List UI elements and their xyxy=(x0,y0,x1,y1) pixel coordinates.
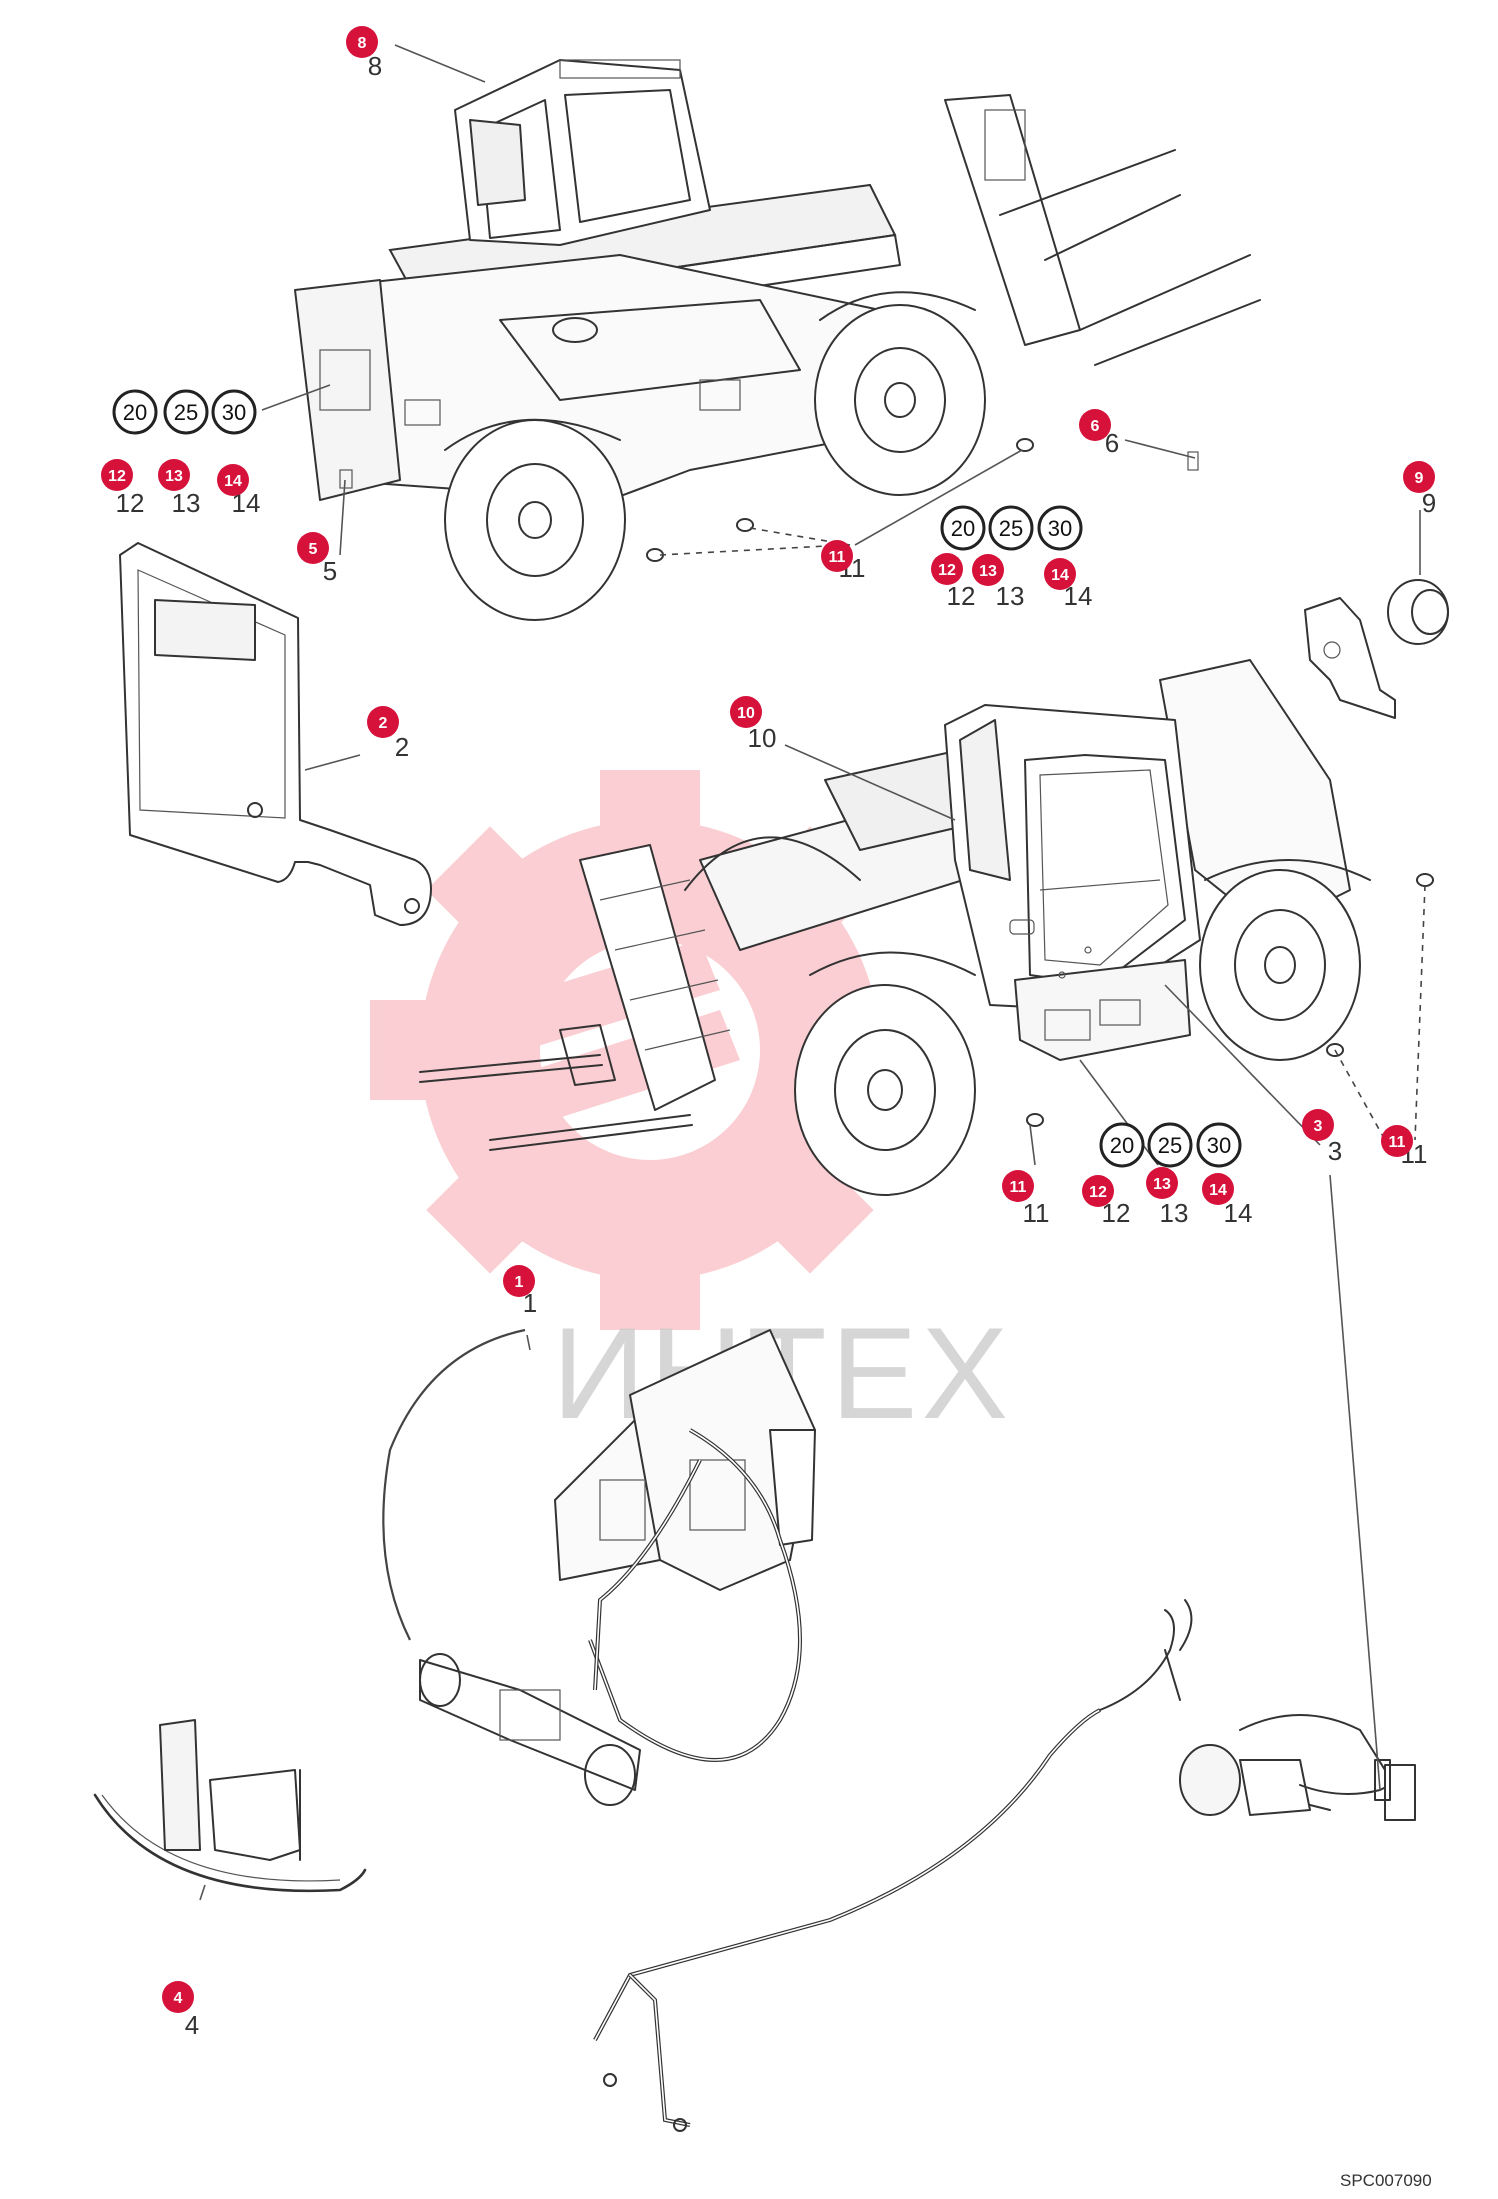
svg-text:20: 20 xyxy=(951,516,975,541)
svg-text:5: 5 xyxy=(309,541,318,558)
quantity-circle: 25 xyxy=(163,389,209,435)
svg-text:25: 25 xyxy=(174,400,198,425)
callout-badge[interactable]: 14 xyxy=(1202,1173,1234,1205)
svg-text:14: 14 xyxy=(1051,567,1069,584)
callout-badge[interactable]: 5 xyxy=(297,532,329,564)
callout-badge[interactable]: 10 xyxy=(730,696,762,728)
callout-badge[interactable]: 14 xyxy=(1044,558,1076,590)
part-number-label: 13 xyxy=(172,488,201,518)
svg-text:14: 14 xyxy=(1209,1182,1227,1199)
svg-text:9: 9 xyxy=(1415,470,1424,487)
callout-badge[interactable]: 12 xyxy=(101,459,133,491)
part-number-label: 6 xyxy=(1105,428,1119,458)
callout-badge[interactable]: 13 xyxy=(158,459,190,491)
callout-badge[interactable]: 13 xyxy=(972,554,1004,586)
svg-text:11: 11 xyxy=(1389,1134,1406,1151)
part-number-label: 1 xyxy=(523,1288,537,1318)
callout-badge[interactable]: 11 xyxy=(1381,1125,1413,1157)
callout-badge[interactable]: 3 xyxy=(1302,1109,1334,1141)
svg-text:2: 2 xyxy=(379,715,388,732)
quantity-circle: 30 xyxy=(1037,505,1083,551)
part-number-label: 2 xyxy=(395,732,409,762)
quantity-circle: 30 xyxy=(1196,1122,1242,1168)
part-number-label: 11 xyxy=(1023,1198,1050,1228)
part-number-label: 5 xyxy=(323,556,337,586)
callout-badge[interactable]: 8 xyxy=(346,26,378,58)
svg-text:30: 30 xyxy=(222,400,246,425)
callout-badge[interactable]: 1 xyxy=(503,1265,535,1297)
part-number-label: 3 xyxy=(1328,1136,1342,1166)
svg-text:10: 10 xyxy=(737,705,755,722)
svg-text:13: 13 xyxy=(1153,1176,1171,1193)
quantity-circle: 20 xyxy=(940,505,986,551)
callout-badge[interactable]: 13 xyxy=(1146,1167,1178,1199)
svg-text:13: 13 xyxy=(979,563,997,580)
quantity-circle: 20 xyxy=(112,389,158,435)
part-number-label: 13 xyxy=(1160,1198,1189,1228)
hydraulic-line-part-3 xyxy=(593,1599,1416,2132)
part-number-label: 10 xyxy=(748,723,777,753)
callout-badge[interactable]: 12 xyxy=(931,553,963,585)
panel-bracket-part-2 xyxy=(119,542,432,926)
part-number-label: 12 xyxy=(947,581,976,611)
svg-text:11: 11 xyxy=(1010,1179,1027,1196)
quantity-circle: 25 xyxy=(1147,1122,1193,1168)
part-number-label: 4 xyxy=(185,2010,199,2040)
svg-text:25: 25 xyxy=(999,516,1023,541)
leader-lines xyxy=(199,44,1426,1901)
svg-text:4: 4 xyxy=(174,1990,183,2007)
part-number-label: 12 xyxy=(116,488,145,518)
quantity-circle: 25 xyxy=(988,505,1034,551)
housing-part-4 xyxy=(93,1719,367,1893)
quantity-circle: 20 xyxy=(1099,1122,1145,1168)
callout-badge[interactable]: 2 xyxy=(367,706,399,738)
drawing-reference-code: SPC007090 xyxy=(1340,2171,1432,2190)
quantity-circle: 30 xyxy=(211,389,257,435)
callout-badge[interactable]: 12 xyxy=(1082,1175,1114,1207)
svg-text:20: 20 xyxy=(123,400,147,425)
mirror-bracket-part-9 xyxy=(1304,579,1449,719)
part-number-label: 14 xyxy=(1224,1198,1253,1228)
svg-text:30: 30 xyxy=(1207,1133,1231,1158)
callout-badge[interactable]: 11 xyxy=(1002,1170,1034,1202)
callout-badge[interactable]: 6 xyxy=(1079,409,1111,441)
svg-text:25: 25 xyxy=(1158,1133,1182,1158)
svg-text:12: 12 xyxy=(1089,1184,1107,1201)
callout-badge[interactable]: 9 xyxy=(1403,461,1435,493)
telehandler-rear-view xyxy=(294,59,1261,621)
callout-badge[interactable]: 4 xyxy=(162,1981,194,2013)
callout-badge[interactable]: 11 xyxy=(821,540,853,572)
svg-text:20: 20 xyxy=(1110,1133,1134,1158)
svg-text:12: 12 xyxy=(938,562,956,579)
callout-badge[interactable]: 14 xyxy=(217,464,249,496)
svg-text:30: 30 xyxy=(1048,516,1072,541)
part-number-label: 13 xyxy=(996,581,1025,611)
svg-text:1: 1 xyxy=(515,1274,524,1291)
svg-text:14: 14 xyxy=(224,473,242,490)
svg-text:8: 8 xyxy=(358,35,367,52)
telehandler-front-view xyxy=(419,659,1434,1196)
part-number-label: 8 xyxy=(368,51,382,81)
svg-text:11: 11 xyxy=(829,549,846,566)
svg-text:12: 12 xyxy=(108,468,126,485)
svg-text:13: 13 xyxy=(165,468,183,485)
hose-harness-part-1 xyxy=(382,1328,816,1806)
svg-text:3: 3 xyxy=(1314,1118,1323,1135)
svg-text:6: 6 xyxy=(1091,418,1100,435)
part-number-label: 9 xyxy=(1422,488,1436,518)
